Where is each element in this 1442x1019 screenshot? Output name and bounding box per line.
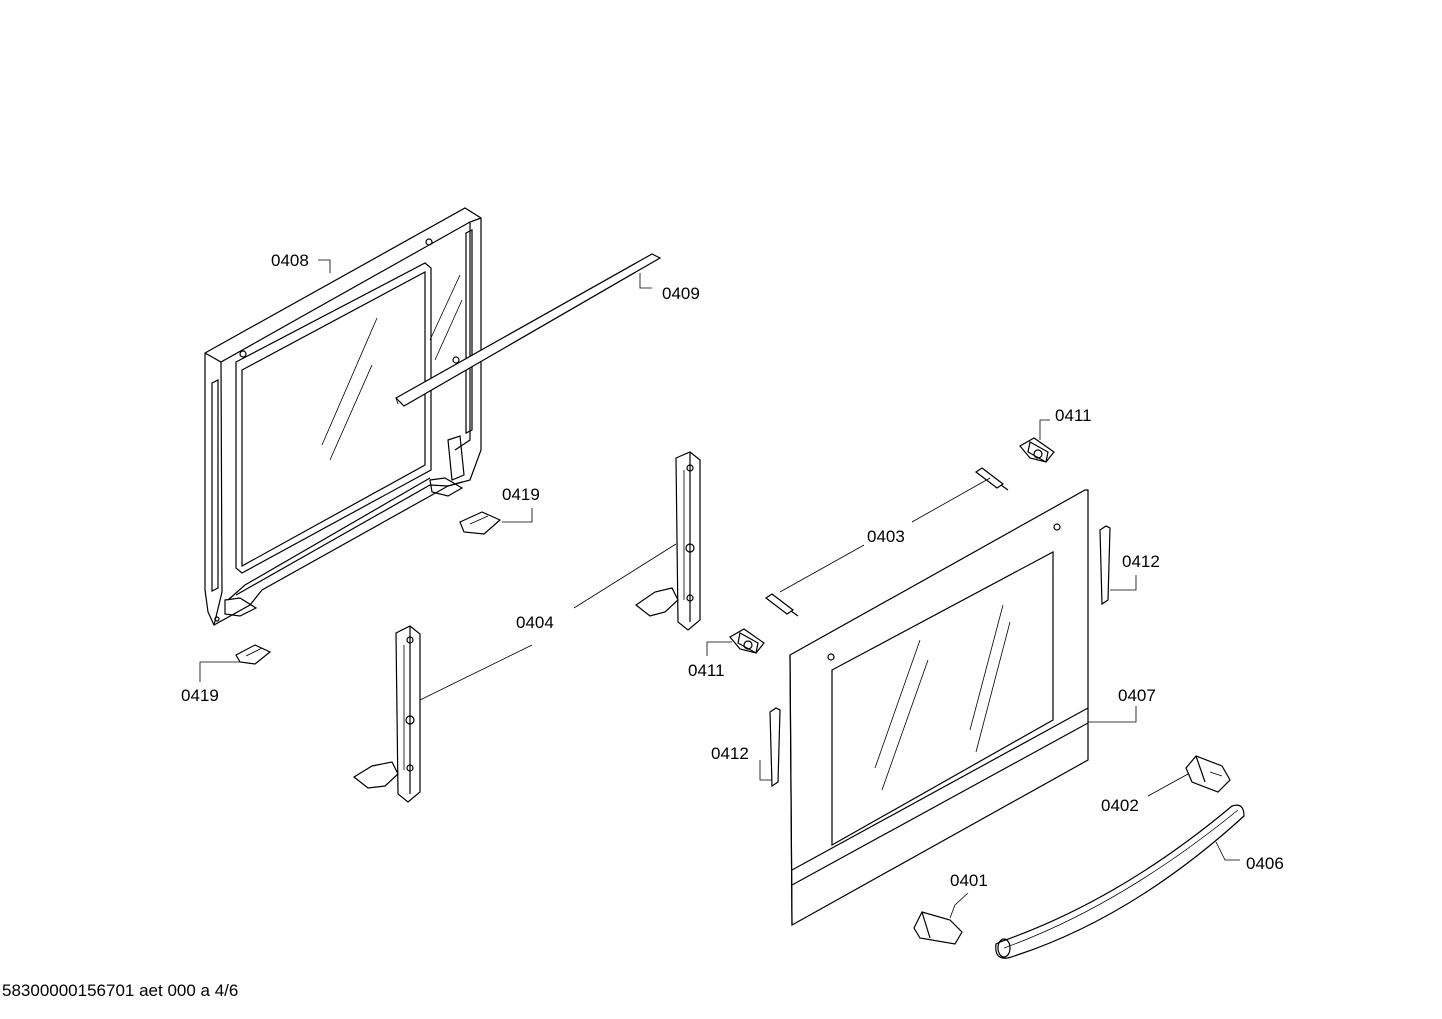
hinge-right — [634, 451, 701, 631]
hinge-left — [352, 625, 421, 803]
callout-0408: 0408 — [271, 251, 309, 270]
document-id-footer: 58300000156701 aet 000 a 4/6 — [2, 981, 239, 1000]
callout-0412-left: 0412 — [711, 744, 749, 763]
pin-upper — [974, 467, 1009, 491]
sealing-rod — [395, 253, 662, 407]
callout-0403: 0403 — [867, 527, 905, 546]
callout-0411-lower: 0411 — [688, 661, 725, 680]
inner-door-frame — [204, 207, 482, 626]
pin-lower — [764, 593, 799, 617]
callout-0402: 0402 — [1101, 796, 1139, 815]
callout-0404: 0404 — [516, 613, 554, 632]
clip-lower — [235, 644, 272, 665]
door-handle — [995, 804, 1245, 959]
handle-mount-right — [1185, 755, 1231, 793]
clip-upper — [459, 511, 502, 535]
callout-0411-upper: 0411 — [1055, 406, 1092, 425]
callout-0409: 0409 — [662, 284, 700, 303]
outer-glass-door — [789, 489, 1089, 927]
callout-0401: 0401 — [950, 871, 988, 890]
leader-lines — [199, 259, 1240, 919]
callout-0419-lower: 0419 — [181, 686, 219, 705]
trim-strip-left — [769, 707, 781, 788]
callout-0419-upper: 0419 — [502, 485, 540, 504]
bracket-lower — [729, 628, 765, 654]
bracket-upper — [1019, 437, 1055, 463]
callout-0412-right: 0412 — [1122, 552, 1160, 571]
trim-strip-right — [1099, 525, 1111, 606]
callout-0407: 0407 — [1118, 686, 1156, 705]
handle-mount-left — [913, 911, 963, 945]
callout-0406: 0406 — [1246, 854, 1284, 873]
